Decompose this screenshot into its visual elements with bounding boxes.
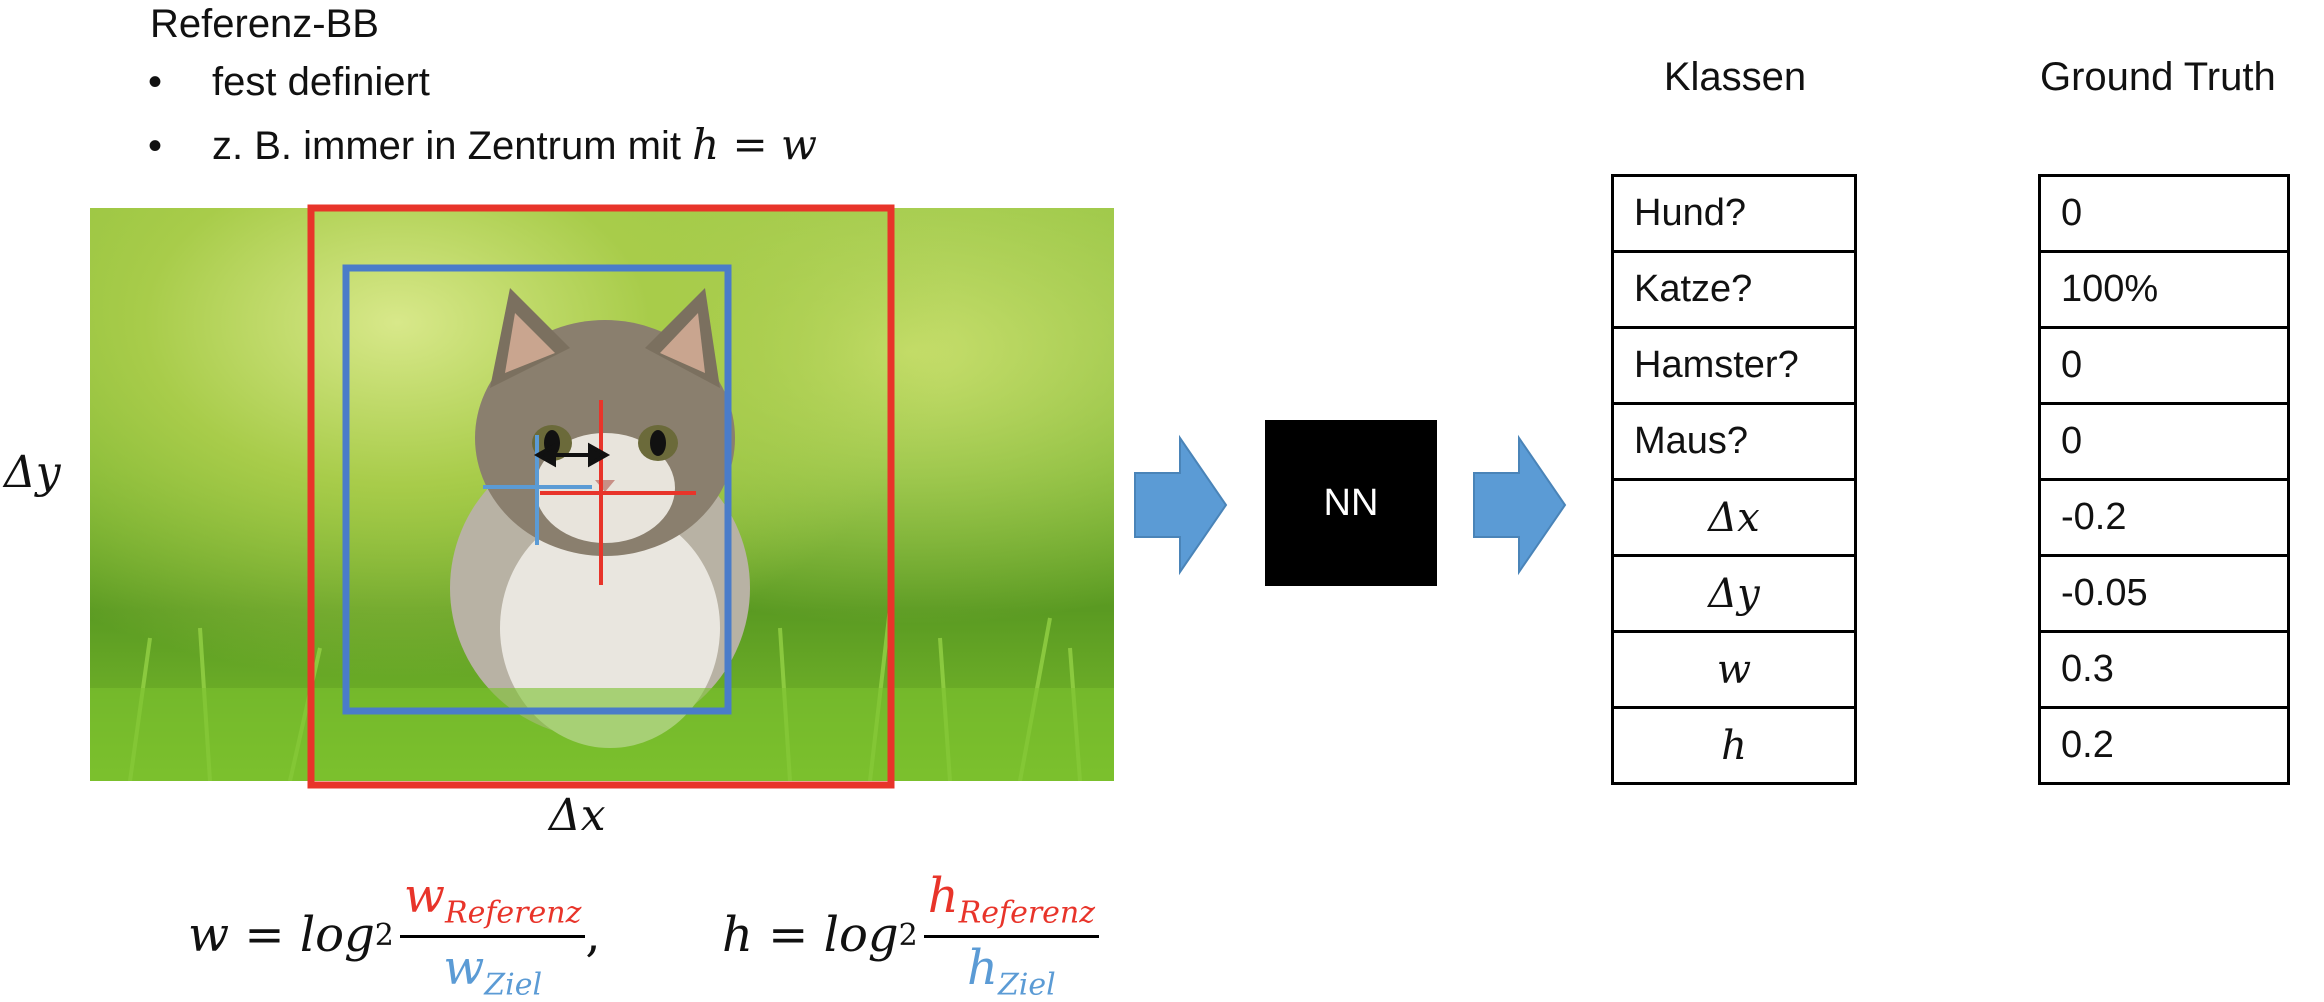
class-cell: Hamster?: [1611, 326, 1857, 405]
bullet-math-h-equals-w: h = w: [692, 120, 817, 169]
truth-cell: -0.2: [2038, 478, 2290, 557]
class-cell: Katze?: [1611, 250, 1857, 329]
title-referenz-bb: Referenz-BB: [150, 2, 379, 46]
ground-truth-header: Ground Truth: [2040, 55, 2276, 99]
neural-network-block: NN: [1265, 420, 1437, 586]
arrow-right-icon-2: [1473, 434, 1567, 576]
class-cell-dx: Δx: [1611, 478, 1857, 557]
cat-illustration: [90, 288, 1114, 781]
class-cell: Maus?: [1611, 402, 1857, 481]
fraction-w: wReferenz wZiel: [399, 868, 586, 1002]
cat-photo: [90, 208, 1114, 781]
classes-header: Klassen: [1663, 55, 1807, 99]
truth-cell: 0: [2038, 402, 2290, 481]
truth-cell: 0: [2038, 326, 2290, 405]
ground-truth-table: 0 100% 0 0 -0.2 -0.05 0.3 0.2: [2038, 174, 2290, 785]
target-bounding-box: [342, 264, 732, 715]
truth-cell: 0: [2038, 174, 2290, 253]
reference-bounding-box: [307, 204, 895, 789]
truth-cell: 0.3: [2038, 630, 2290, 709]
bullet-fest-definiert: • fest definiert: [148, 60, 430, 104]
class-cell-h: h: [1611, 706, 1857, 785]
delta-y-label: Δy: [4, 447, 61, 498]
classes-table: Hund? Katze? Hamster? Maus? Δx Δy w h: [1611, 174, 1857, 785]
class-cell: Hund?: [1611, 174, 1857, 253]
bullet-zentrum: • z. B. immer in Zentrum mit h = w: [148, 120, 817, 169]
delta-x-label: Δx: [549, 790, 606, 841]
fraction-h: hReferenz hZiel: [923, 868, 1100, 1002]
truth-cell: -0.05: [2038, 554, 2290, 633]
dx-double-arrow: [533, 442, 611, 468]
class-cell-w: w: [1611, 630, 1857, 709]
truth-cell: 100%: [2038, 250, 2290, 329]
truth-cell: 0.2: [2038, 706, 2290, 785]
class-cell-dy: Δy: [1611, 554, 1857, 633]
arrow-right-icon: [1134, 434, 1228, 576]
